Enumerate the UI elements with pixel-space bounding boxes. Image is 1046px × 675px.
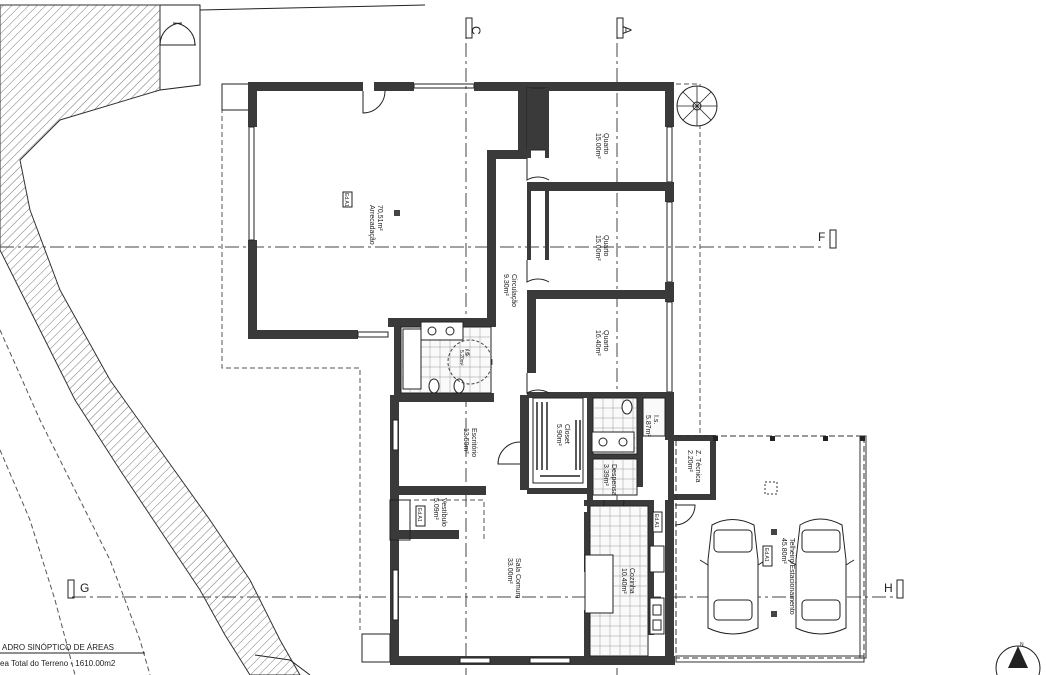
- tag-arrecadacao: [342, 191, 353, 208]
- room-label-wc: I.s. 5.87m²: [644, 415, 659, 437]
- svg-text:Quarto: Quarto: [602, 133, 609, 155]
- svg-text:15.00m²: 15.00m²: [594, 235, 601, 261]
- svg-text:3.39m²: 3.39m²: [602, 464, 609, 486]
- tag-vestibulo: [415, 505, 426, 527]
- room-label-escritorio: Escritório 13.50m²: [462, 428, 477, 457]
- tag-arrecadacao-label: Ed.A1: [343, 193, 349, 207]
- tag-cozinha-label: Ed.A1: [653, 514, 659, 528]
- svg-text:C: C: [469, 26, 483, 35]
- car-icon: [699, 519, 767, 635]
- bathroom-left: I.S.: [400, 321, 493, 394]
- svg-text:Quarto: Quarto: [602, 330, 609, 352]
- tag-cozinha: [652, 511, 663, 533]
- room-label-quarto-3: Quarto 16.40m²: [594, 330, 609, 356]
- svg-text:I.S.: I.S.: [464, 350, 470, 358]
- axis-marker-f: F: [818, 229, 837, 249]
- room-label-bath-small: I.S. 5.20m²: [458, 350, 470, 366]
- svg-text:5.09m²: 5.09m²: [432, 498, 439, 520]
- svg-text:Closet: Closet: [563, 424, 570, 444]
- room-label-vestibulo: Vestíbulo 5.09m²: [432, 498, 447, 527]
- room-label-tecnica: Z. Técnica 2.20m²: [686, 450, 701, 483]
- axis-marker-g: G: [67, 579, 89, 599]
- svg-text:I.s.: I.s.: [652, 415, 659, 424]
- svg-text:H: H: [884, 581, 893, 595]
- windows: [392, 419, 571, 664]
- walls: [221, 82, 716, 665]
- svg-text:Vestíbulo: Vestíbulo: [440, 498, 447, 527]
- sink-icon: [420, 321, 464, 341]
- svg-text:15.00m²: 15.00m²: [594, 133, 601, 159]
- svg-text:F: F: [818, 230, 825, 244]
- svg-text:G: G: [80, 581, 89, 595]
- svg-text:10.40m²: 10.40m²: [620, 568, 627, 594]
- svg-text:70,51m²: 70,51m²: [376, 205, 383, 231]
- svg-text:Cozinha: Cozinha: [628, 568, 635, 594]
- svg-text:Sala Comum: Sala Comum: [514, 558, 521, 599]
- projection-outlines: [221, 83, 701, 630]
- room-label-quarto-2: Quarto 15.00m²: [594, 235, 609, 261]
- north-arrow-icon: N: [995, 642, 1041, 675]
- car-icon: [787, 518, 855, 635]
- toilet-icon: [428, 378, 440, 394]
- room-label-arrecadacao: Arrecadação 70,51m²: [368, 205, 383, 245]
- tag-garagem: [762, 545, 773, 567]
- room-label-sala: Sala Comum 33.00m²: [506, 558, 521, 599]
- svg-text:Escritório: Escritório: [470, 428, 477, 457]
- svg-text:13.50m²: 13.50m²: [462, 428, 469, 454]
- axis-marker-a: A: [616, 17, 634, 39]
- column-marker: [394, 210, 400, 216]
- svg-text:16.40m²: 16.40m²: [594, 330, 601, 356]
- axis-marker-c: C: [465, 17, 483, 39]
- svg-text:Despensa: Despensa: [610, 464, 617, 496]
- svg-text:45.80m²: 45.80m²: [780, 538, 787, 564]
- room-label-despensa: Despensa 3.39m²: [602, 464, 617, 496]
- svg-text:Quarto: Quarto: [602, 235, 609, 257]
- svg-text:I.S.: I.S.: [463, 349, 469, 357]
- room-labels: Arrecadação 70,51m² Ed.A1 Quarto 15.00m²…: [342, 133, 795, 615]
- svg-text:5.20m²: 5.20m²: [458, 350, 464, 366]
- room-label-circulacao: Circulação 9.30m²: [502, 274, 517, 307]
- svg-text:9.30m²: 9.30m²: [502, 274, 509, 296]
- svg-text:33.00m²: 33.00m²: [506, 558, 513, 584]
- svg-text:5.90m²: 5.90m²: [555, 424, 562, 446]
- tag-garagem-label: Ed.A1: [763, 548, 769, 562]
- bathtub-icon: [402, 328, 422, 390]
- svg-text:Circulação: Circulação: [510, 274, 517, 307]
- room-label-cozinha: Cozinha 10.40m²: [620, 568, 635, 594]
- kitchen-island: [584, 554, 614, 614]
- stove-icon: [649, 545, 665, 573]
- room-label-garagem: Telheiro/Estacionamento 45.80m²: [780, 538, 795, 615]
- caption-title: ADRO SINÓPTICO DE ÁREAS: [2, 643, 114, 652]
- room-label-closet: Closet 5.90m²: [555, 424, 570, 446]
- svg-text:Telheiro/Estacionamento: Telheiro/Estacionamento: [788, 538, 795, 615]
- site-boundary: [0, 4, 426, 675]
- svg-text:5.87m²: 5.87m²: [644, 415, 651, 437]
- kitchen-sink-icon: [649, 597, 665, 635]
- wc-block: [532, 397, 666, 496]
- axis-marker-h: H: [884, 579, 904, 599]
- svg-text:N: N: [1020, 642, 1024, 648]
- kitchen: [584, 505, 665, 657]
- caption-total: ea Total do Terreno - 1610.00m2: [0, 659, 116, 668]
- spiral-stair-icon: [676, 85, 718, 127]
- svg-text:Z. Técnica: Z. Técnica: [694, 450, 701, 483]
- svg-text:A: A: [620, 26, 634, 34]
- carport: [675, 435, 867, 663]
- svg-text:Arrecadação: Arrecadação: [368, 205, 375, 245]
- tag-vestibulo-label: Ed.A1: [416, 508, 422, 522]
- room-label-quarto-1: Quarto 15.00m²: [594, 133, 609, 159]
- area-table-caption: ADRO SINÓPTICO DE ÁREAS ea Total do Terr…: [0, 643, 145, 668]
- svg-text:2.20m²: 2.20m²: [686, 450, 693, 472]
